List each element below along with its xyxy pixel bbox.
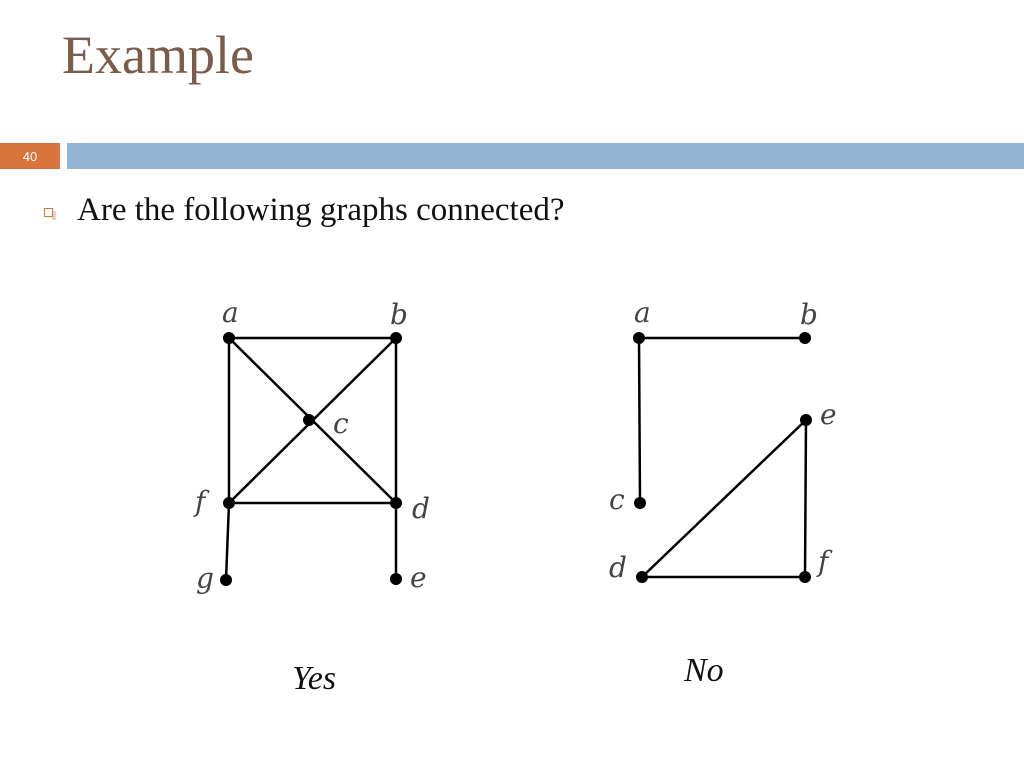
slide-number: 40: [0, 143, 60, 169]
vertex-c: [634, 497, 646, 509]
vertex-label-f: f: [816, 545, 833, 578]
vertex-b: [799, 332, 811, 344]
vertex-label-e: e: [410, 561, 427, 594]
vertex-label-a: a: [634, 296, 651, 329]
vertex-e: [800, 414, 812, 426]
answer-graph1: Yes: [292, 660, 337, 697]
vertex-label-b: b: [390, 298, 408, 331]
edge-a-c: [637, 337, 642, 504]
edge-d-e: [641, 419, 807, 578]
square-bullet-icon: [44, 208, 56, 220]
vertex-d: [390, 497, 402, 509]
vertex-label-d: d: [609, 551, 627, 584]
vertex-c: [303, 414, 315, 426]
answer-graph2: No: [684, 652, 724, 689]
vertex-label-c: c: [333, 407, 349, 440]
vertex-e: [390, 573, 402, 585]
vertex-a: [223, 332, 235, 344]
graph-connected: a b c d e f g: [193, 296, 430, 595]
vertex-label-c: c: [609, 483, 625, 516]
graph-disconnected: a b c d e f: [609, 296, 837, 584]
vertex-label-b: b: [800, 298, 818, 331]
vertex-a: [633, 332, 645, 344]
edge-e-f: [803, 419, 808, 578]
bullet-item: Are the following graphs connected?: [44, 192, 565, 229]
vertex-label-d: d: [412, 492, 430, 525]
vertex-label-a: a: [222, 296, 239, 329]
question-text: Are the following graphs connected?: [77, 192, 565, 228]
vertex-g: [220, 574, 232, 586]
slide-title: Example: [62, 25, 254, 85]
vertex-label-e: e: [820, 398, 837, 431]
vertex-b: [390, 332, 402, 344]
header-bar: [67, 143, 1024, 169]
edge-f-g: [224, 502, 231, 581]
vertex-d: [636, 571, 648, 583]
vertex-f: [799, 571, 811, 583]
vertex-label-f: f: [193, 485, 210, 518]
vertex-label-g: g: [196, 562, 214, 595]
vertex-f: [223, 497, 235, 509]
